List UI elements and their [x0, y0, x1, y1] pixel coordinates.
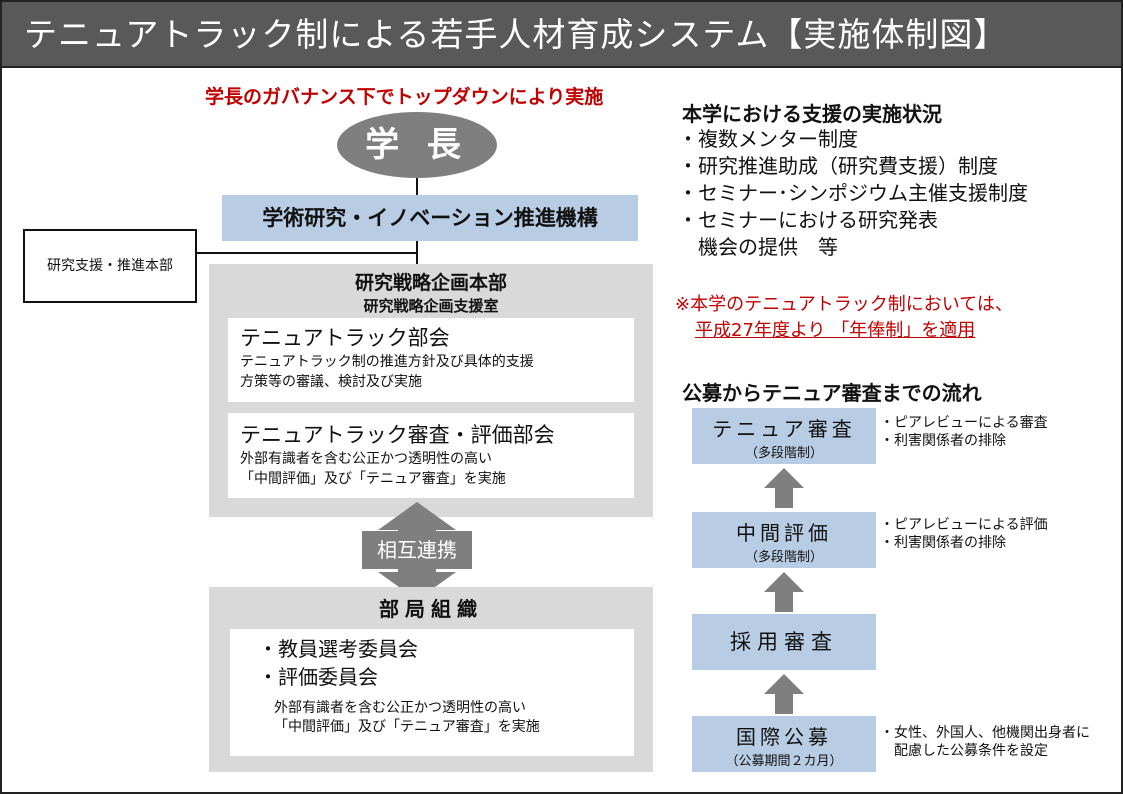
up-arrow-icon: [764, 674, 804, 714]
flow-step-note: ・利害関係者の排除: [880, 535, 1006, 551]
department-committees-box: ・教員選考委員会 ・評価委員会 外部有識者を含む公正かつ透明性の高い 「中間評価…: [230, 629, 634, 756]
president-note: 学長のガバナンス下でトップダウンにより実施: [205, 86, 604, 108]
page-title: テニュアトラック制による若手人材育成システム【実施体制図】: [2, 2, 1121, 68]
flow-step-label: 採用審査: [730, 630, 838, 654]
tenure-track-committee-heading: テニュアトラック部会: [240, 326, 450, 350]
flow-step-notes: ・ピアレビューによる審査 ・利害関係者の排除: [880, 414, 1048, 450]
flow-step-sublabel: （多段階制）: [744, 446, 823, 461]
flow-step-note: ・ピアレビューによる評価: [880, 517, 1048, 533]
research-strategy-title: 研究戦略企画本部: [354, 272, 507, 294]
tenure-track-committee-desc-2: 方策等の審議、検討及び実施: [240, 374, 422, 390]
tenure-track-committee-desc-1: テニュアトラック制の推進方針及び具体的支援: [240, 354, 534, 370]
faculty-selection-committee: ・教員選考委員会: [258, 637, 418, 661]
mutual-cooperation-label: 相互連携: [362, 531, 472, 569]
flow-step-notes: ・女性、外国人、他機関出身者に 配慮した公募条件を設定: [880, 724, 1090, 760]
flow-step-label: テニュア審査: [712, 417, 856, 441]
tenure-review-committee-box: テニュアトラック審査・評価部会 外部有識者を含む公正かつ透明性の高い 「中間評価…: [228, 413, 634, 498]
support-status-item: ・複数メンター制度: [678, 127, 858, 151]
tenure-review-committee-desc-1: 外部有識者を含む公正かつ透明性の高い: [240, 451, 492, 467]
flow-step-note: ・女性、外国人、他機関出身者に: [880, 725, 1090, 741]
department-organization-title: 部局組織: [379, 597, 483, 621]
flow-step-sublabel: （多段階制）: [744, 550, 823, 565]
flow-step-sublabel: （公募期間２カ月）: [725, 754, 843, 769]
flow-title: 公募からテニュア審査までの流れ: [682, 381, 982, 405]
tenure-track-committee-box: テニュアトラック部会 テニュアトラック制の推進方針及び具体的支援 方策等の審議、…: [228, 318, 634, 402]
up-arrow-icon: [764, 572, 804, 612]
up-arrow-icon: [764, 468, 804, 508]
support-status-item: ・セミナー･シンポジウム主催支援制度: [678, 181, 1028, 205]
tenure-review-committee-heading: テニュアトラック審査・評価部会: [240, 423, 555, 447]
innovation-organization-box: 学術研究・イノベーション推進機構: [222, 195, 638, 241]
support-status-item: 機会の提供 等: [678, 235, 838, 259]
flow-step-tenure-review: テニュア審査 （多段階制）: [692, 408, 876, 464]
research-strategy-subtitle: 研究戦略企画支援室: [363, 297, 499, 315]
research-support-hq-box: 研究支援・推進本部: [23, 229, 197, 303]
flow-step-international-recruitment: 国際公募 （公募期間２カ月）: [692, 716, 876, 772]
flow-step-label: 国際公募: [736, 725, 832, 749]
evaluation-committee: ・評価委員会: [258, 665, 378, 689]
flow-step-notes: ・ピアレビューによる評価 ・利害関係者の排除: [880, 516, 1048, 552]
department-committees-desc-2: 「中間評価」及び「テニュア審査」を実施: [274, 719, 540, 735]
connector-president-org: [416, 178, 418, 195]
connector-support-hq: [197, 252, 417, 254]
flow-step-note: ・ピアレビューによる審査: [880, 415, 1048, 431]
support-status-item: ・研究推進助成（研究費支援）制度: [678, 154, 998, 178]
flow-step-note: ・利害関係者の排除: [880, 433, 1006, 449]
support-status-item: ・セミナーにおける研究発表: [678, 208, 938, 232]
support-status-title: 本学における支援の実施状況: [682, 102, 942, 126]
annual-salary-note-line-2: 平成27年度より 「年俸制」を適用: [695, 320, 976, 341]
support-status-list: ・複数メンター制度 ・研究推進助成（研究費支援）制度 ・セミナー･シンポジウム主…: [678, 126, 1028, 261]
connector-org-panel: [416, 241, 418, 264]
annual-salary-note: ※本学のテニュアトラック制においては、 平成27年度より 「年俸制」を適用: [675, 292, 1013, 344]
flow-step-label: 中間評価: [736, 521, 832, 545]
flow-step-hiring-review: 採用審査: [692, 614, 876, 670]
tenure-review-committee-desc-2: 「中間評価」及び「テニュア審査」を実施: [240, 471, 506, 487]
flow-step-note: 配慮した公募条件を設定: [880, 743, 1048, 759]
annual-salary-note-line-1: ※本学のテニュアトラック制においては、: [675, 294, 1013, 315]
department-committees-desc-1: 外部有識者を含む公正かつ透明性の高い: [274, 700, 526, 716]
president-ellipse: 学 長: [337, 112, 497, 178]
flow-step-interim-evaluation: 中間評価 （多段階制）: [692, 512, 876, 568]
